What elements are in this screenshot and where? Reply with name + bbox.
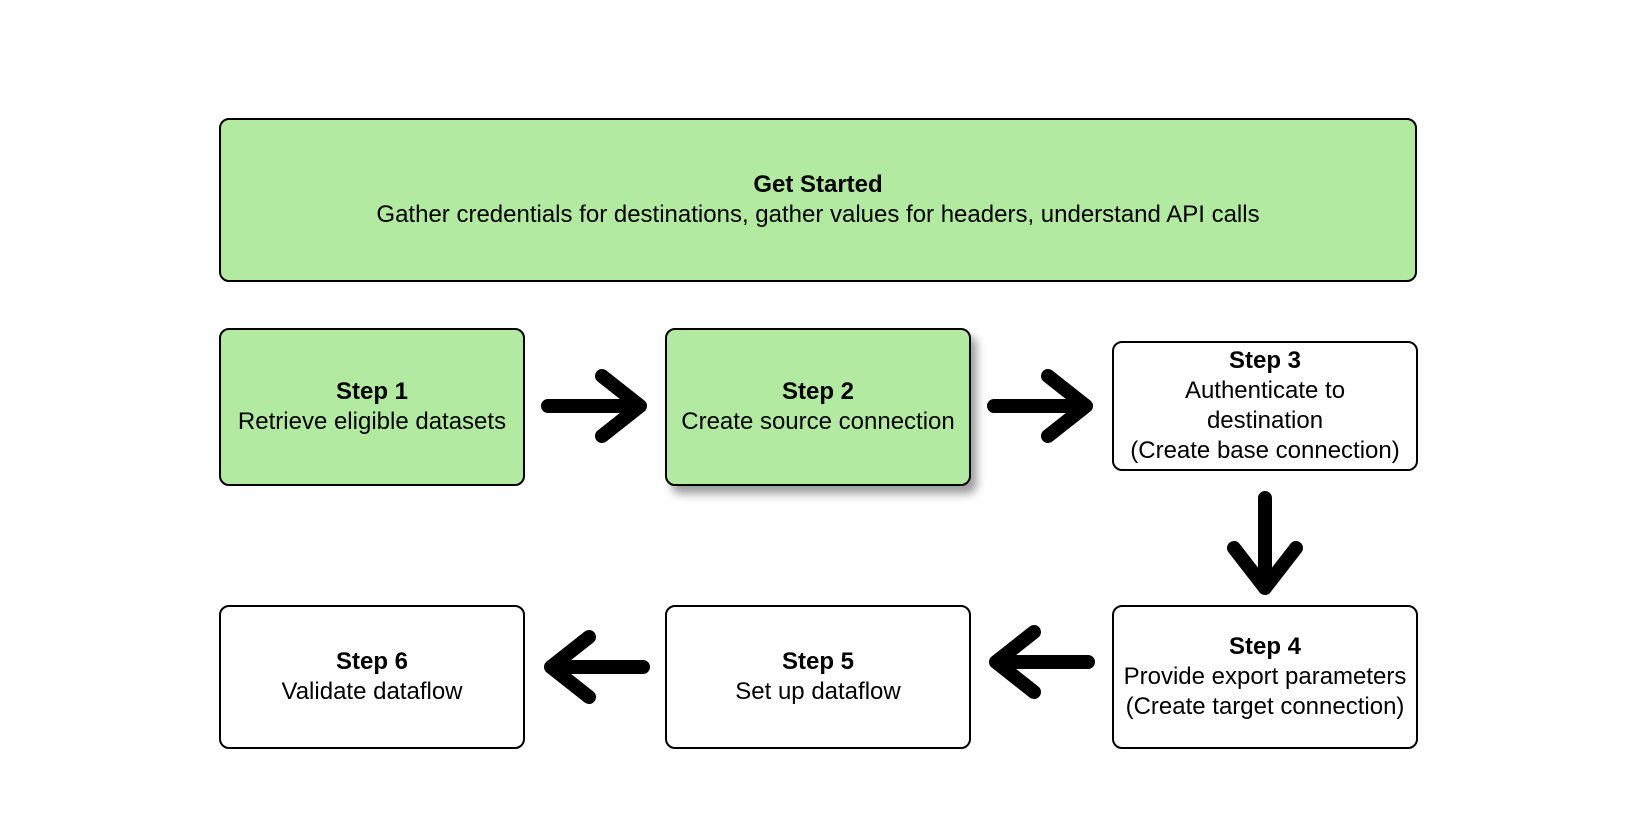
step-6-title: Step 6 (335, 648, 409, 675)
step-2-description: Create source connection (681, 408, 955, 435)
arrow-down-icon (1227, 491, 1303, 595)
step-3-box: Step 3 Authenticate to destination (Crea… (1112, 341, 1418, 471)
step-2-title: Step 2 (781, 378, 855, 405)
step-3-description-line-1: Authenticate to (1184, 377, 1346, 404)
get-started-title: Get Started (753, 171, 883, 198)
step-1-box: Step 1 Retrieve eligible datasets (219, 328, 525, 486)
step-5-description: Set up dataflow (735, 678, 901, 705)
step-3-title: Step 3 (1228, 347, 1302, 374)
get-started-description: Gather credentials for destinations, gat… (376, 201, 1260, 228)
step-3-description-line-2: destination (1206, 407, 1324, 434)
step-4-title: Step 4 (1228, 633, 1302, 660)
step-4-description-line-2: (Create target connection) (1125, 693, 1405, 720)
step-1-title: Step 1 (335, 378, 409, 405)
get-started-box: Get Started Gather credentials for desti… (219, 118, 1417, 282)
step-3-description-line-3: (Create base connection) (1130, 437, 1400, 464)
arrow-right-icon (541, 369, 647, 443)
step-2-box: Step 2 Create source connection (665, 328, 971, 486)
step-4-description-line-1: Provide export parameters (1123, 663, 1407, 690)
arrow-left-icon (544, 630, 650, 704)
arrow-right-icon (987, 369, 1093, 443)
step-1-description: Retrieve eligible datasets (237, 408, 507, 435)
step-5-title: Step 5 (781, 648, 855, 675)
step-4-box: Step 4 Provide export parameters (Create… (1112, 605, 1418, 749)
step-6-description: Validate dataflow (281, 678, 463, 705)
step-6-box: Step 6 Validate dataflow (219, 605, 525, 749)
step-5-box: Step 5 Set up dataflow (665, 605, 971, 749)
arrow-left-icon (989, 625, 1095, 699)
